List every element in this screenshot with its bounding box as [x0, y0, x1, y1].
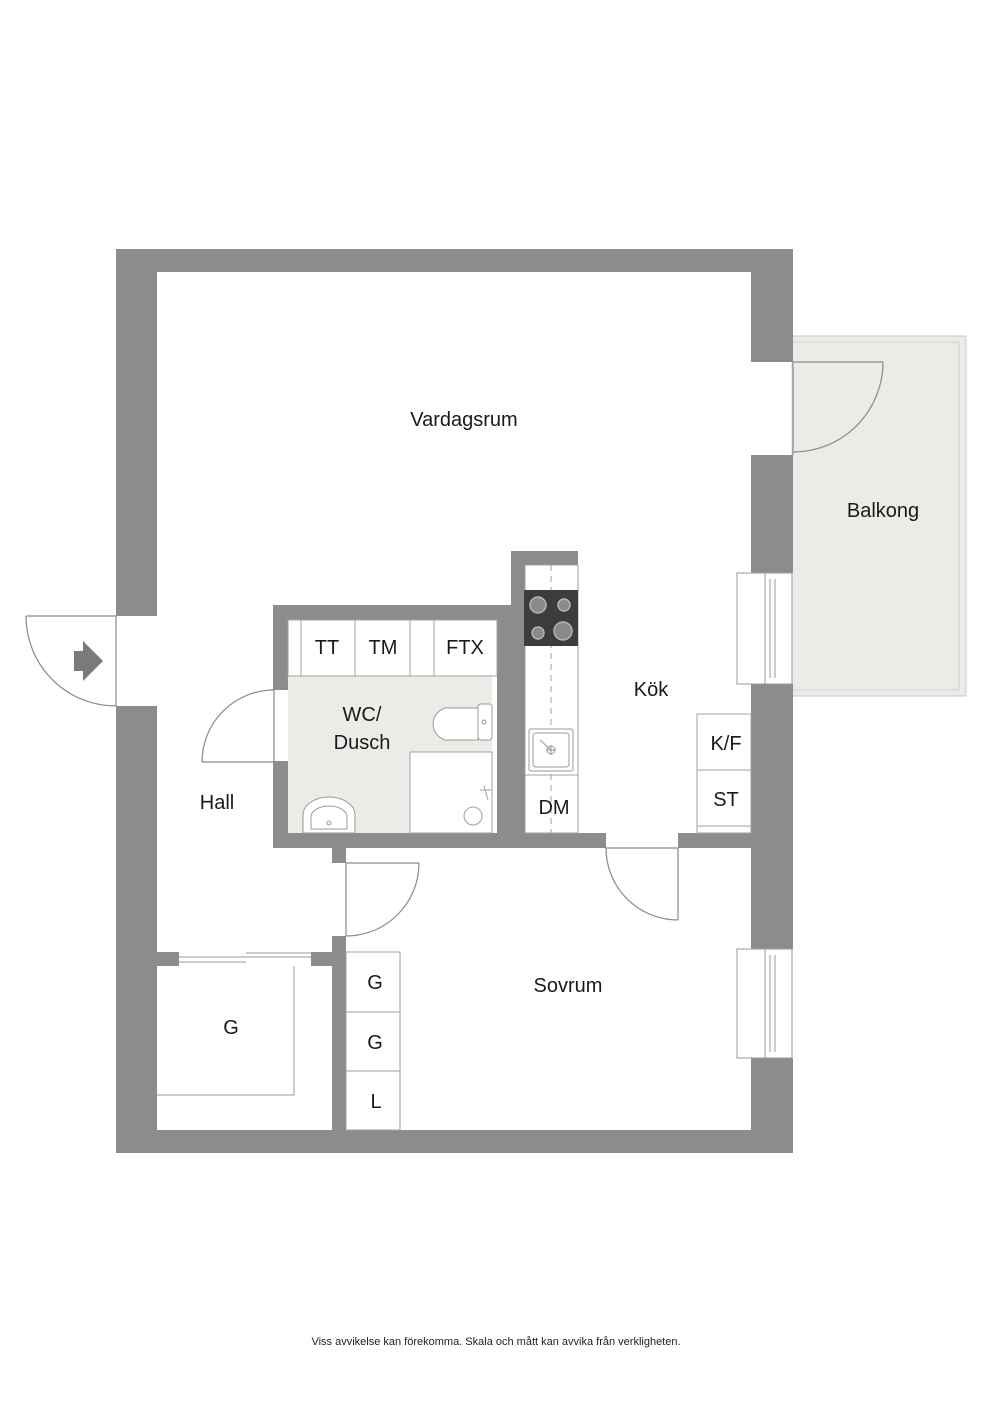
balcony: [791, 335, 967, 697]
bathroom-cabinets: [287, 619, 498, 677]
entrance-arrow-icon: [74, 641, 103, 681]
room-label-hall: Hall: [200, 792, 234, 814]
stove-icon: [524, 590, 578, 646]
fixture-label-g2: G: [367, 1032, 383, 1054]
kitchen-door: [605, 847, 679, 921]
bedroom-wardrobes: [345, 951, 401, 1131]
room-label-balkong: Balkong: [847, 500, 919, 522]
fixture-label-tm: TM: [369, 637, 398, 659]
outer-walls: [116, 249, 793, 1153]
shower: [409, 751, 493, 834]
fixture-label-st: ST: [713, 789, 739, 811]
room-label-wc-line1: WC/: [343, 704, 382, 726]
disclaimer-text: Viss avvikelse kan förekomma. Skala och …: [311, 1336, 681, 1348]
fridge-freezer: [696, 713, 752, 834]
room-label-vardagsrum: Vardagsrum: [410, 409, 517, 431]
fixture-label-ftx: FTX: [446, 637, 484, 659]
fixture-label-kf: K/F: [710, 733, 741, 755]
room-label-kok: Kök: [634, 679, 669, 701]
toilet-icon: [432, 703, 493, 741]
fixture-label-l: L: [370, 1091, 381, 1113]
window-kitchen: [736, 572, 793, 685]
room-label-sovrum: Sovrum: [534, 975, 603, 997]
fixture-label-g-hall: G: [223, 1017, 239, 1039]
bedroom-door: [345, 862, 420, 937]
room-label-wc-line2: Dusch: [334, 732, 391, 754]
bathroom-door: [201, 689, 275, 763]
washbasin-icon: [302, 796, 356, 834]
fixture-label-tt: TT: [315, 637, 339, 659]
interior-walls: [157, 551, 751, 1130]
balcony-door: [792, 361, 884, 455]
entrance-door: [25, 615, 117, 707]
hall-wardrobe: [157, 952, 311, 1096]
window-bedroom: [736, 948, 793, 1059]
fixture-label-g1: G: [367, 972, 383, 994]
fixture-label-dm: DM: [538, 797, 569, 819]
kitchen-sink-icon: [528, 728, 574, 772]
